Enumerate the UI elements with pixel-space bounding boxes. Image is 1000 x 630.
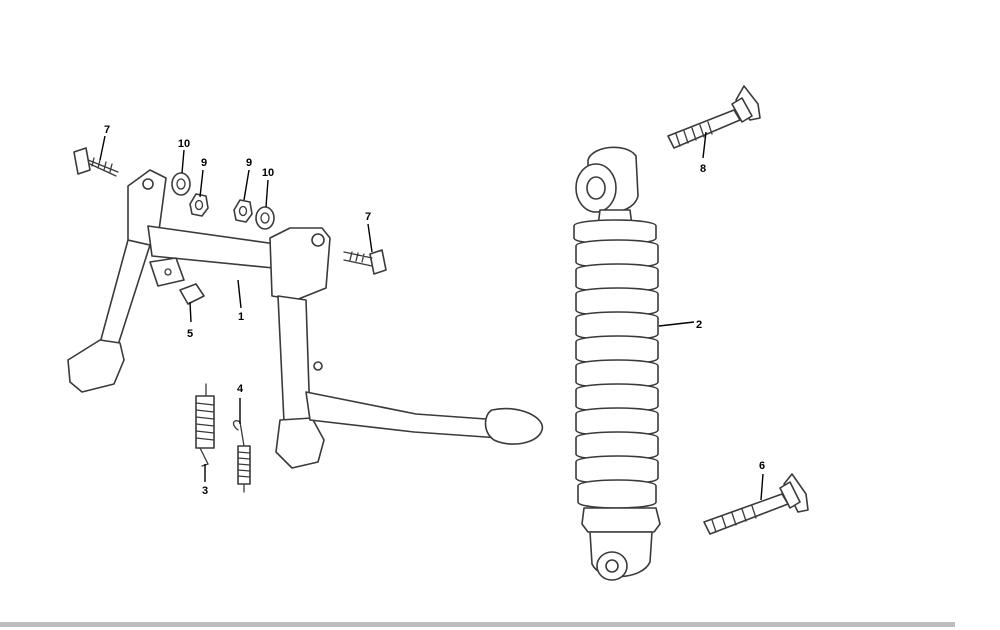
callout-1: 1 bbox=[238, 311, 244, 323]
callout-8: 8 bbox=[700, 163, 706, 175]
leader-7-right bbox=[367, 223, 373, 253]
callout-10-left: 10 bbox=[178, 138, 190, 150]
callout-9-left: 9 bbox=[201, 157, 207, 169]
leader-10-right bbox=[265, 179, 269, 208]
clip-part-5 bbox=[179, 283, 205, 305]
washer-part-10-right bbox=[255, 206, 275, 230]
callout-3: 3 bbox=[202, 485, 208, 497]
washer-part-10-left bbox=[171, 172, 191, 196]
leader-9-right bbox=[243, 169, 250, 201]
callout-7-right: 7 bbox=[365, 211, 371, 223]
callout-5: 5 bbox=[187, 328, 193, 340]
bolt-part-6 bbox=[703, 473, 809, 535]
leader-5 bbox=[189, 301, 192, 323]
callout-2: 2 bbox=[696, 319, 702, 331]
spring-part-4 bbox=[232, 420, 251, 493]
leader-6 bbox=[760, 473, 764, 501]
callout-6: 6 bbox=[759, 460, 765, 472]
callout-4: 4 bbox=[237, 383, 244, 395]
leader-lines bbox=[99, 131, 764, 501]
leader-10-left bbox=[181, 149, 185, 174]
leader-2 bbox=[658, 321, 695, 327]
coil-spring bbox=[575, 239, 659, 509]
leader-8 bbox=[702, 131, 707, 159]
leader-1 bbox=[237, 279, 242, 309]
callout-10-right: 10 bbox=[262, 167, 274, 179]
bottom-divider-bar bbox=[0, 622, 955, 627]
callout-9-right: 9 bbox=[246, 157, 252, 169]
leader-7-left bbox=[99, 135, 106, 161]
bolt-part-7-right bbox=[343, 249, 387, 275]
shock-absorber-part-2 bbox=[573, 146, 661, 581]
leader-9-left bbox=[199, 169, 204, 198]
bolt-part-7-left bbox=[73, 147, 119, 177]
bolt-part-8 bbox=[667, 85, 761, 149]
callout-7-left: 7 bbox=[104, 124, 110, 136]
callout-labels: 7 10 9 9 10 7 1 5 4 3 2 8 6 bbox=[104, 124, 765, 497]
nut-part-9-left bbox=[189, 193, 209, 217]
nut-part-9-right bbox=[233, 199, 253, 223]
spring-part-3 bbox=[195, 383, 215, 467]
center-stand bbox=[67, 169, 544, 469]
